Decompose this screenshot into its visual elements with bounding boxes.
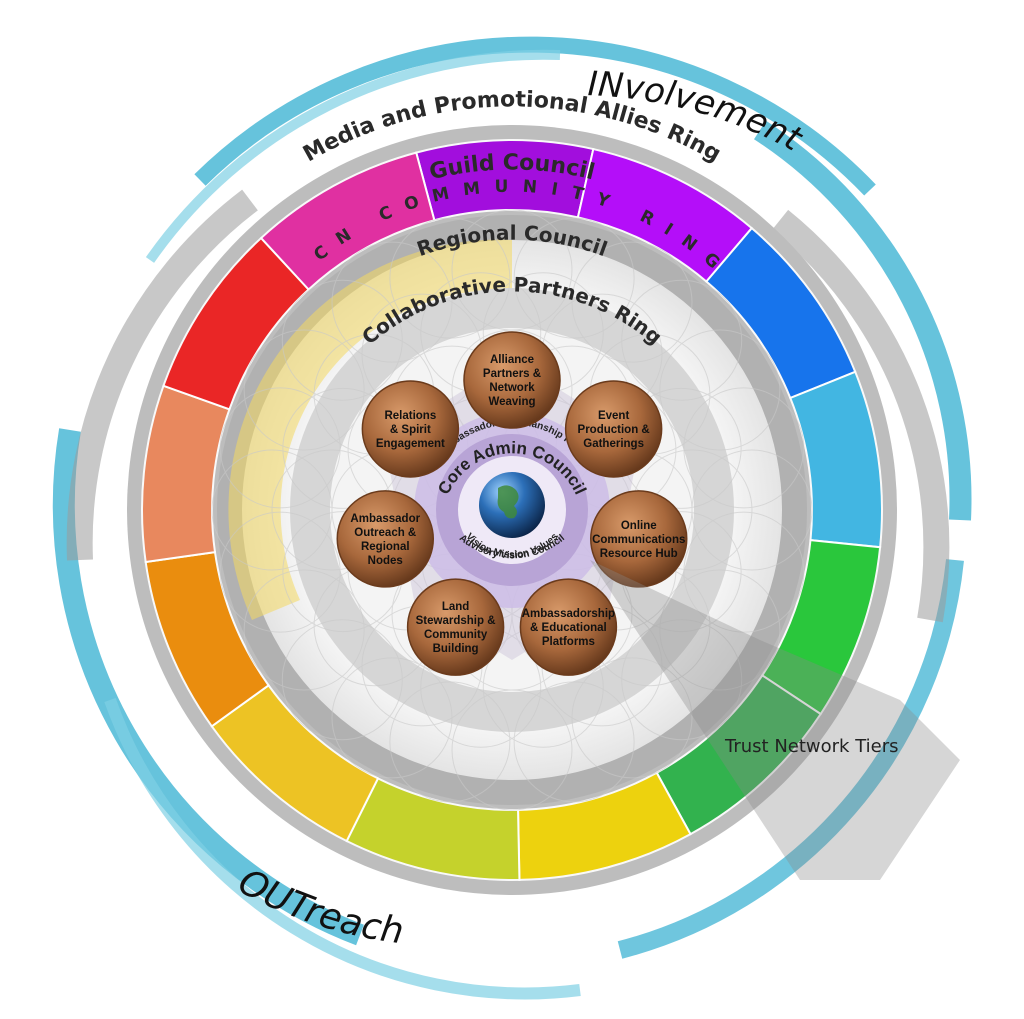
pattern-circle — [389, 681, 511, 803]
node-label-line: Online — [621, 520, 657, 532]
pattern-circle — [621, 279, 743, 401]
node-label-line: Ambassadorship — [522, 608, 615, 620]
node-label-line: Building — [433, 643, 479, 655]
council-segment — [259, 151, 436, 291]
node-label-line: Partners & — [483, 368, 541, 380]
node-disc — [406, 578, 505, 676]
node-label-line: Alliance — [490, 354, 534, 366]
pattern-circle — [451, 689, 573, 811]
node-label-line: Stewardship & — [416, 615, 496, 627]
node-label-line: Resource Hub — [600, 548, 678, 560]
node-disc — [463, 331, 561, 429]
node-label-line: Weaving — [488, 396, 535, 408]
node-label-line: & Spirit — [390, 424, 431, 436]
pattern-circle — [219, 511, 341, 633]
outer-swirl — [52, 36, 972, 1000]
pattern-circle — [389, 217, 511, 339]
node-disc — [589, 490, 688, 588]
pattern-circle — [691, 449, 813, 571]
node-label-line: Gatherings — [583, 438, 644, 450]
guild-council-segments — [141, 139, 883, 881]
node-label-line: Land — [442, 601, 469, 613]
pattern-circle — [219, 387, 341, 509]
pattern-circle — [513, 217, 635, 339]
node-disc — [519, 578, 618, 676]
pattern-circle — [513, 681, 635, 803]
node-disc — [361, 380, 460, 478]
node-label-line: Regional — [361, 541, 410, 553]
pattern-circle — [211, 449, 333, 571]
pattern-circle — [571, 657, 693, 779]
node-disc — [336, 490, 435, 588]
node-label-line: Network — [489, 382, 535, 394]
node-label-line: Ambassador — [350, 513, 420, 525]
earth-landmass — [497, 485, 519, 519]
pattern-circle — [281, 279, 403, 401]
node-label-line: Relations — [384, 410, 436, 422]
pattern-circle — [281, 619, 403, 741]
pattern-circle — [571, 241, 693, 363]
node-label-line: Outreach & — [354, 527, 416, 539]
node-label-line: & Educational — [530, 622, 607, 634]
pattern-circle — [243, 569, 365, 691]
trust-tiers-pointer — [590, 560, 960, 880]
node-label-line: Nodes — [368, 555, 403, 567]
pattern-circle — [243, 329, 365, 451]
trust-network-tiers-label: Trust Network Tiers — [724, 736, 899, 757]
node-label-line: Event — [598, 410, 629, 422]
regional-council-highlight — [228, 239, 512, 620]
pattern-circle — [621, 619, 743, 741]
pattern-circle — [683, 387, 805, 509]
node-label-line: Engagement — [376, 438, 445, 450]
node-label-line: Production & — [578, 424, 650, 436]
node-label-line: Community — [424, 629, 488, 641]
pattern-circle — [331, 657, 453, 779]
node-label-line: Communications — [592, 534, 685, 546]
pattern-circle — [331, 241, 453, 363]
node-label-line: Platforms — [542, 636, 595, 648]
pattern-circle — [659, 329, 781, 451]
pattern-circle — [451, 209, 573, 331]
pattern-circle — [683, 511, 805, 633]
mission-label: Mission — [492, 547, 530, 561]
pattern-circle — [659, 569, 781, 691]
node-disc — [564, 380, 663, 478]
